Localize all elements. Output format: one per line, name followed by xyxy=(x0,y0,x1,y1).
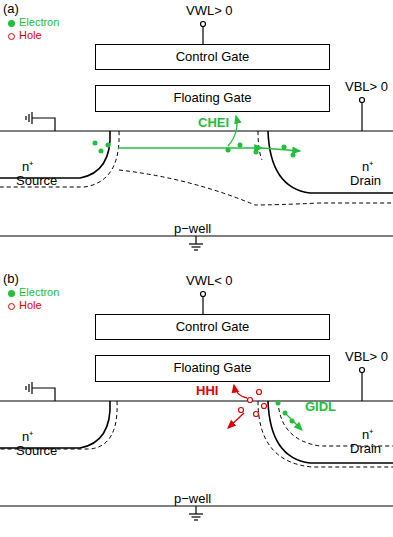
region-label: p−well xyxy=(174,492,211,506)
region-label: Drain xyxy=(350,442,381,456)
gate-box: Control Gate xyxy=(95,314,330,340)
hole-swatch xyxy=(8,303,15,310)
gate-box: Floating Gate xyxy=(95,85,330,112)
voltage-label: VWL> 0 xyxy=(186,4,233,18)
panel-label: (b) xyxy=(3,272,19,286)
voltage-label: VBL> 0 xyxy=(345,350,388,364)
region-label: Drain xyxy=(350,174,381,188)
region-label: n⁺ xyxy=(22,430,33,444)
mechanism-label: CHEI xyxy=(198,116,229,130)
region-label: n⁺ xyxy=(362,160,373,174)
region-label: p−well xyxy=(174,222,211,236)
mechanism-label: GIDL xyxy=(305,400,336,414)
region-label: Source xyxy=(16,444,57,458)
gate-box: Floating Gate xyxy=(95,355,330,382)
region-label: n⁺ xyxy=(362,428,373,442)
gate-label: Control Gate xyxy=(176,320,250,334)
hole-swatch xyxy=(8,33,15,40)
region-label: Source xyxy=(16,174,57,188)
mechanism-label: HHI xyxy=(196,384,218,398)
legend-text: Electron xyxy=(19,16,59,28)
gate-box: Control Gate xyxy=(95,44,330,70)
electron-swatch xyxy=(8,20,15,27)
region-label: n⁺ xyxy=(22,160,33,174)
legend-text: Hole xyxy=(19,29,42,41)
gate-label: Floating Gate xyxy=(173,91,251,105)
voltage-label: VWL< 0 xyxy=(186,274,233,288)
legend-text: Electron xyxy=(19,286,59,298)
panel-label: (a) xyxy=(3,2,19,16)
voltage-label: VBL> 0 xyxy=(345,80,388,94)
gate-label: Control Gate xyxy=(176,50,250,64)
legend-text: Hole xyxy=(19,299,42,311)
gate-label: Floating Gate xyxy=(173,361,251,375)
electron-swatch xyxy=(8,290,15,297)
